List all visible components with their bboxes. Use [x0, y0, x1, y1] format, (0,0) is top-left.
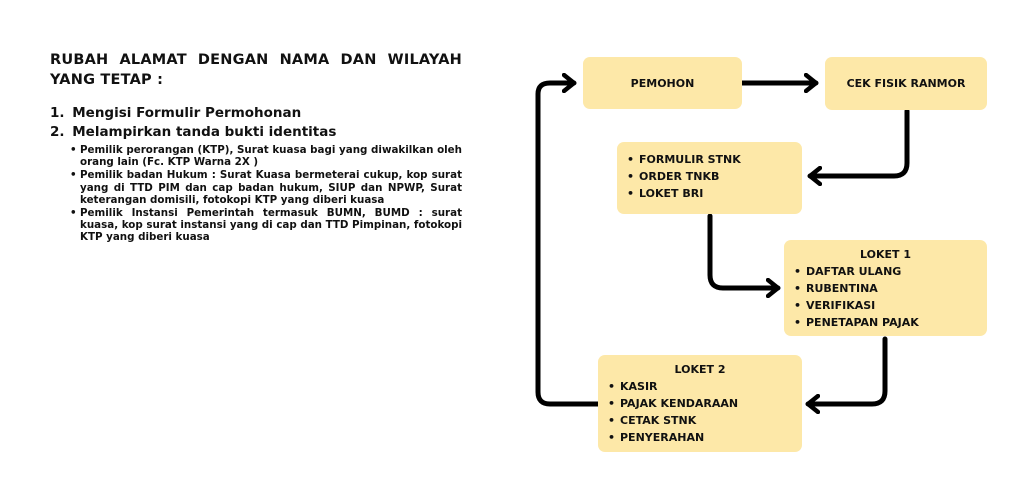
box-list-item: RUBENTINA	[794, 280, 987, 297]
requirement-item: Pemilik perorangan (KTP), Surat kuasa ba…	[70, 144, 462, 168]
step-item: 1. Mengisi Formulir Permohonan	[50, 104, 462, 123]
arrow-loket2-to-pemohon	[535, 83, 601, 407]
box-list-item: DAFTAR ULANG	[794, 263, 987, 280]
requirement-item: Pemilik badan Hukum : Surat Kuasa bermet…	[70, 169, 462, 206]
box-list-item: PENETAPAN PAJAK	[794, 314, 987, 331]
requirement-item: Pemilik Instansi Pemerintah termasuk BUM…	[70, 207, 462, 244]
step-label: Melampirkan tanda bukti identitas	[72, 124, 337, 140]
identity-requirement-list: Pemilik perorangan (KTP), Surat kuasa ba…	[50, 144, 462, 244]
box-list-item: FORMULIR STNK	[627, 151, 802, 168]
box-pemohon: PEMOHON	[583, 57, 742, 109]
box-cek-fisik-ranmor: CEK FISIK RANMOR	[825, 57, 987, 110]
box-list-item: ORDER TNKB	[627, 168, 802, 185]
box-list-item: CETAK STNK	[608, 412, 802, 429]
step-item: 2. Melampirkan tanda bukti identitas Pem…	[50, 123, 462, 244]
arrow-formulir-to-loket1	[707, 213, 781, 288]
box-list-item: PENYERAHAN	[608, 429, 802, 446]
step-number: 2.	[50, 124, 65, 140]
box-label: PEMOHON	[630, 76, 695, 90]
page-title: RUBAH ALAMAT DENGAN NAMA DAN WILAYAH YAN…	[50, 52, 462, 88]
box-loket-2: LOKET 2 KASIR PAJAK KENDARAAN CETAK STNK…	[598, 355, 802, 452]
box-list: KASIR PAJAK KENDARAAN CETAK STNK PENYERA…	[598, 378, 802, 446]
step-list: 1. Mengisi Formulir Permohonan 2. Melamp…	[50, 104, 462, 244]
box-list-item: LOKET BRI	[627, 185, 802, 202]
step-label: Mengisi Formulir Permohonan	[72, 105, 302, 121]
box-loket-1: LOKET 1 DAFTAR ULANG RUBENTINA VERIFIKAS…	[784, 240, 987, 336]
box-list-item: VERIFIKASI	[794, 297, 987, 314]
arrow-loket1-to-loket2	[805, 336, 888, 404]
box-list: FORMULIR STNK ORDER TNKB LOKET BRI	[617, 151, 802, 202]
box-title: LOKET 1	[860, 248, 911, 261]
box-list-item: KASIR	[608, 378, 802, 395]
box-list-item: PAJAK KENDARAAN	[608, 395, 802, 412]
box-title: LOKET 2	[674, 363, 726, 376]
box-label: CEK FISIK RANMOR	[846, 77, 966, 90]
arrow-cek-to-formulir	[807, 108, 910, 176]
step-number: 1.	[50, 105, 65, 121]
box-list: DAFTAR ULANG RUBENTINA VERIFIKASI PENETA…	[784, 263, 987, 331]
box-formulir: FORMULIR STNK ORDER TNKB LOKET BRI	[617, 142, 802, 214]
requirements-panel: RUBAH ALAMAT DENGAN NAMA DAN WILAYAH YAN…	[50, 50, 462, 245]
